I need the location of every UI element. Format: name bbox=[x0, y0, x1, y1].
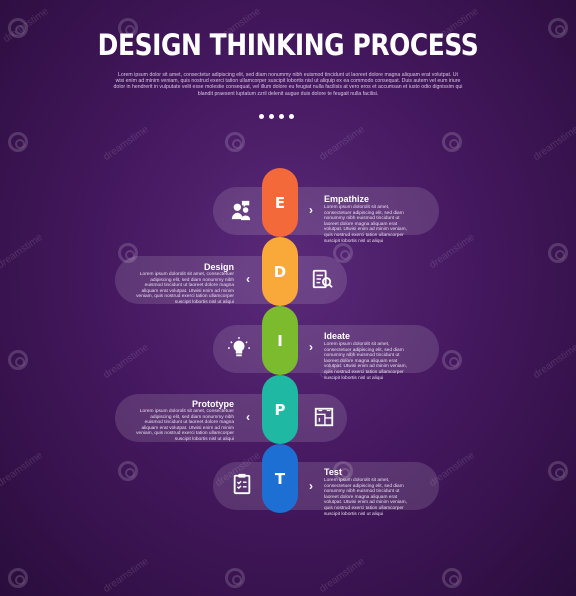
blueprint-icon bbox=[314, 407, 334, 427]
dot bbox=[259, 114, 264, 119]
watermark-spiral-icon bbox=[8, 350, 28, 370]
watermark-spiral-icon bbox=[548, 243, 568, 263]
chevron-right-icon: › bbox=[309, 340, 313, 354]
step-card-test bbox=[213, 462, 439, 510]
watermark-spiral-icon bbox=[225, 132, 245, 152]
watermark-text: dreamstime bbox=[101, 556, 151, 595]
watermark-spiral-icon bbox=[548, 18, 568, 38]
page-subtitle: Lorem ipsum dolor sit amet, consectetur … bbox=[113, 72, 463, 97]
watermark-spiral-icon bbox=[333, 461, 353, 481]
lightbulb-icon bbox=[228, 337, 250, 357]
step-title-prototype: Prototype bbox=[191, 399, 234, 409]
step-pill-t: T bbox=[262, 444, 298, 513]
watermark-spiral-icon bbox=[118, 461, 138, 481]
dot bbox=[279, 114, 284, 119]
checklist-icon bbox=[233, 473, 251, 495]
watermark-spiral-icon bbox=[118, 18, 138, 38]
watermark-spiral-icon bbox=[442, 350, 462, 370]
step-letter: D bbox=[273, 262, 287, 281]
step-pill-e: E bbox=[262, 168, 298, 237]
watermark-text: dreamstime bbox=[317, 124, 367, 163]
watermark-spiral-icon bbox=[548, 461, 568, 481]
step-desc-design: Lorem ipsum dolorolit sit amet, consecte… bbox=[136, 272, 234, 305]
watermark-text: dreamstime bbox=[0, 232, 45, 271]
watermark-spiral-icon bbox=[8, 568, 28, 588]
step-desc-prototype: Lorem ipsum dolorolit sit amet, consecte… bbox=[136, 409, 234, 442]
watermark-spiral-icon bbox=[442, 568, 462, 588]
step-card-empathize bbox=[213, 187, 439, 235]
page-title: DESIGN THINKING PROCESS bbox=[97, 28, 479, 62]
step-letter: E bbox=[274, 193, 286, 212]
watermark-spiral-icon bbox=[225, 568, 245, 588]
step-letter: T bbox=[274, 469, 286, 488]
people-chat-icon bbox=[231, 200, 251, 221]
step-desc-ideate: Lorem ipsum dolorolit sit amet, consecte… bbox=[324, 342, 407, 381]
watermark-text: dreamstime bbox=[317, 556, 367, 595]
step-card-design bbox=[115, 256, 347, 304]
watermark-text: dreamstime bbox=[531, 124, 576, 163]
watermark-text: dreamstime bbox=[427, 232, 477, 271]
chevron-left-icon: ‹ bbox=[246, 410, 250, 424]
step-desc-empathize: Lorem ipsum dolorolit sit amet, consecte… bbox=[324, 205, 407, 244]
watermark-text: dreamstime bbox=[531, 342, 576, 381]
step-desc-test: Lorem ipsum dolorolit sit amet, consecte… bbox=[324, 478, 407, 517]
watermark-text: dreamstime bbox=[0, 450, 45, 489]
step-pill-i: I bbox=[262, 306, 298, 375]
step-title-ideate: Ideate bbox=[324, 331, 351, 341]
step-card-ideate bbox=[213, 325, 439, 373]
step-pill-d: D bbox=[262, 237, 298, 306]
dot bbox=[269, 114, 274, 119]
watermark-text: dreamstime bbox=[101, 124, 151, 163]
pagination-dots bbox=[259, 114, 294, 119]
step-letter: P bbox=[274, 400, 286, 419]
chevron-right-icon: › bbox=[309, 479, 313, 493]
watermark-spiral-icon bbox=[8, 18, 28, 38]
clipboard-search-icon bbox=[312, 269, 333, 289]
watermark-spiral-icon bbox=[442, 132, 462, 152]
step-title-design: Design bbox=[203, 262, 234, 272]
watermark-spiral-icon bbox=[333, 243, 353, 263]
watermark-spiral-icon bbox=[118, 243, 138, 263]
step-card-prototype bbox=[115, 394, 347, 442]
chevron-left-icon: ‹ bbox=[246, 272, 250, 286]
step-title-empathize: Empathize bbox=[324, 194, 370, 204]
chevron-right-icon: › bbox=[309, 203, 313, 217]
step-pill-p: P bbox=[262, 375, 298, 444]
step-letter: I bbox=[277, 331, 283, 350]
watermark-text: dreamstime bbox=[101, 342, 151, 381]
step-title-test: Test bbox=[324, 467, 342, 477]
dot bbox=[289, 114, 294, 119]
watermark-spiral-icon bbox=[8, 132, 28, 152]
